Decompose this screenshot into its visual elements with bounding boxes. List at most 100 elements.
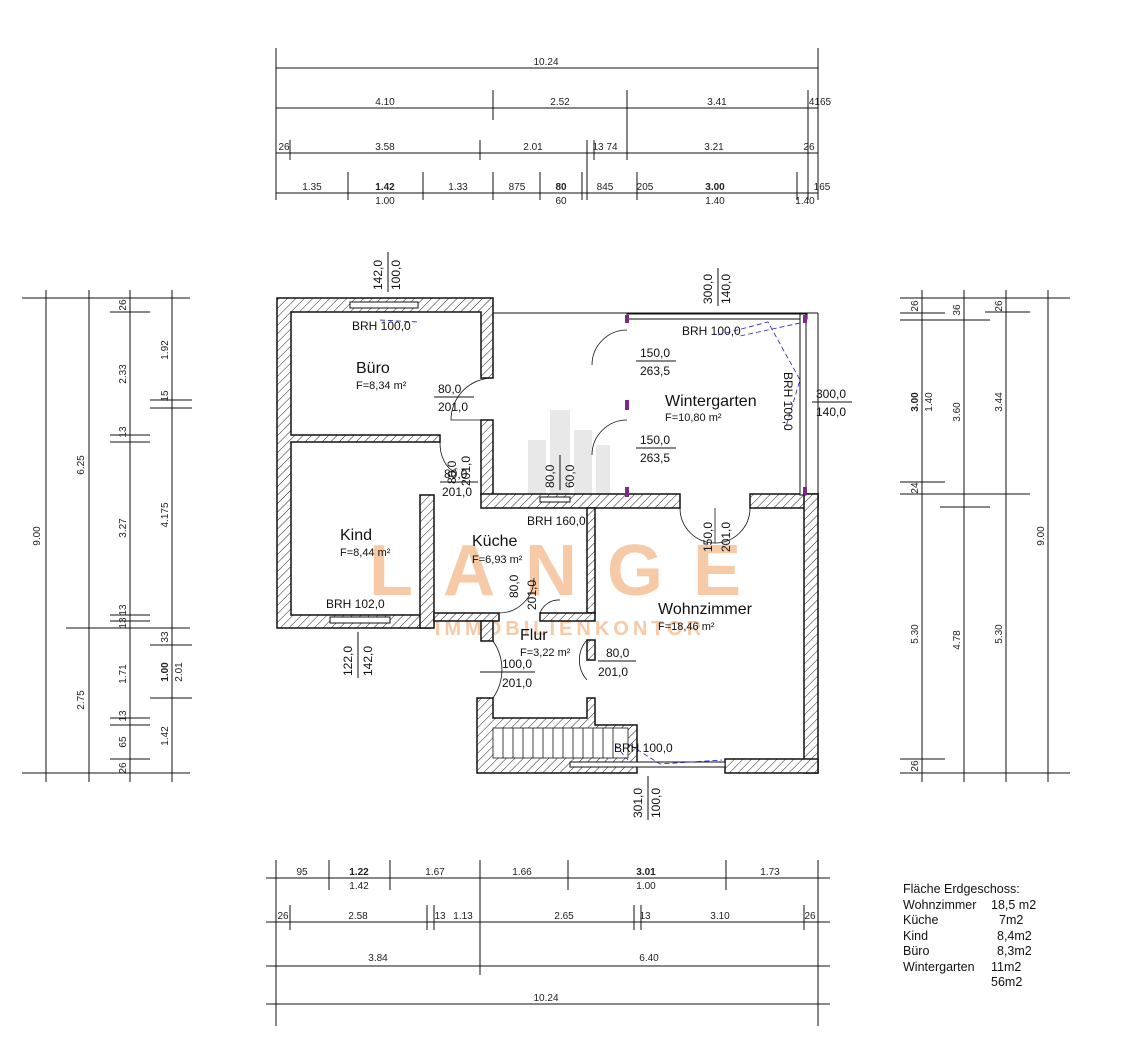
dim-bottom-r1b-2: 1.00 bbox=[636, 881, 656, 892]
room-area-kind: F=8,44 m² bbox=[340, 547, 391, 559]
flur-door2-height: 201,0 bbox=[598, 665, 628, 679]
dim-bottom-r2-8: 26 bbox=[804, 911, 816, 922]
summary-label bbox=[903, 975, 991, 991]
dim-bottom-total: 10.24 bbox=[533, 993, 558, 1004]
dim-bottom-r1-2: 1.22 bbox=[349, 867, 369, 878]
dim-right-c-1: 26 bbox=[994, 300, 1005, 312]
dim-top-r2-7: 26 bbox=[803, 142, 815, 153]
kind-window-height: 142,0 bbox=[361, 646, 375, 676]
dim-bottom-r2-7: 3.10 bbox=[710, 911, 730, 922]
dim-top-r3b-3: 1.40 bbox=[705, 196, 725, 207]
dim-top-r1-3: 3.41 bbox=[707, 97, 727, 108]
kueche-door-width: 80,0 bbox=[507, 574, 521, 598]
dim-bottom-r2-2: 2.58 bbox=[348, 911, 368, 922]
dim-bottom-r1-1: 95 bbox=[296, 867, 308, 878]
dim-left-mid-2: 2.33 bbox=[118, 364, 129, 384]
dim-top-r3b-4: 1.40 bbox=[795, 196, 815, 207]
dim-top-r3-9: 165 bbox=[814, 182, 831, 193]
dim-top-total: 10.24 bbox=[533, 57, 558, 68]
summary-row: Wohnzimmer 18,5 m2 bbox=[903, 898, 1103, 914]
dim-right-a-3: 1.40 bbox=[924, 392, 935, 412]
summary-value: 8,3m2 bbox=[997, 944, 1032, 958]
dim-right-a-2: 3.00 bbox=[910, 392, 921, 412]
room-area-wintergarten: F=10,80 m² bbox=[665, 412, 722, 424]
dim-right-a-4: 24 bbox=[910, 482, 921, 494]
dim-left-mid-6: 13 bbox=[118, 617, 129, 629]
winter-window-width: 300,0 bbox=[701, 274, 715, 304]
room-area-kueche: F=6,93 m² bbox=[472, 554, 523, 566]
dim-top-r3-1: 1.35 bbox=[302, 182, 322, 193]
winter-door1-width: 150,0 bbox=[640, 346, 670, 360]
flur-door1-height: 201,0 bbox=[502, 676, 532, 690]
dim-bottom-r1-6: 1.73 bbox=[760, 867, 780, 878]
kind-door-v-width: 80,0 bbox=[445, 460, 459, 484]
kind-door-height: 201,0 bbox=[442, 485, 472, 499]
buero-window-width: 142,0 bbox=[371, 260, 385, 290]
watermark-sub: IMMOBILIENKONTOR bbox=[435, 618, 705, 640]
dim-bottom-r2-6: 13 bbox=[639, 911, 651, 922]
dim-right-a-5: 5.30 bbox=[910, 624, 921, 644]
dim-right-a-6: 26 bbox=[910, 760, 921, 772]
winter-side-height: 140,0 bbox=[816, 405, 846, 419]
dim-right-c-3: 5.30 bbox=[994, 624, 1005, 644]
dim-top-r3-7: 205 bbox=[637, 182, 654, 193]
dim-bottom-r2-3: 13 bbox=[434, 911, 446, 922]
summary-value: 7m2 bbox=[999, 913, 1024, 927]
winter-door1-height: 263,5 bbox=[640, 364, 670, 378]
winter-door2-height: 263,5 bbox=[640, 451, 670, 465]
dim-bottom-r3-1: 3.84 bbox=[368, 953, 388, 964]
dim-left-inner-7: 1.42 bbox=[160, 726, 171, 746]
dim-bottom-r1-4: 1.66 bbox=[512, 867, 532, 878]
dim-top-r2-1: 26 bbox=[278, 142, 290, 153]
kind-door-width: 80,0 bbox=[444, 467, 468, 481]
dim-top-r2-2: 3.58 bbox=[375, 142, 395, 153]
buero-door-width: 80,0 bbox=[438, 382, 462, 396]
dim-top-r2-5: 74 bbox=[606, 142, 618, 153]
stairs bbox=[492, 727, 629, 759]
dim-right-b-3: 4.78 bbox=[952, 630, 963, 650]
room-name-flur: Flur bbox=[520, 627, 548, 644]
dim-top-r2-6: 3.21 bbox=[704, 142, 724, 153]
top-dimension-chain: 10.24 4.10 2.52 3.41 4165 26 3.58 2.01 1… bbox=[275, 48, 832, 207]
kueche-brh: BRH 160,0 bbox=[527, 514, 586, 528]
kind-door-v-height: 201,0 bbox=[459, 456, 473, 486]
room-name-wohnzimmer: Wohnzimmer bbox=[658, 601, 753, 618]
dim-top-r3-2: 1.42 bbox=[375, 182, 395, 193]
dim-right-total: 9.00 bbox=[1036, 526, 1047, 546]
summary-label: Wintergarten bbox=[903, 959, 975, 974]
kind-brh: BRH 102,0 bbox=[326, 597, 385, 611]
dim-top-r3-6: 845 bbox=[597, 182, 614, 193]
buero-brh: BRH 100,0 bbox=[352, 319, 411, 333]
room-name-kueche: Küche bbox=[472, 533, 517, 550]
dim-bottom-r2-4: 1.13 bbox=[453, 911, 473, 922]
dim-left-mid-8: 13 bbox=[118, 710, 129, 722]
dim-top-r1-2: 2.52 bbox=[550, 97, 570, 108]
summary-label: Küche bbox=[903, 913, 939, 927]
winter-door2-width: 150,0 bbox=[640, 433, 670, 447]
room-name-wintergarten: Wintergarten bbox=[665, 393, 757, 410]
dim-left-mid-3: 13 bbox=[118, 426, 129, 438]
wohn-door-height: 201,0 bbox=[719, 522, 733, 552]
kueche-door-height: 201,0 bbox=[525, 580, 539, 610]
dim-left-outer-1: 6.25 bbox=[76, 455, 87, 475]
dim-left-inner-5: 1.00 bbox=[160, 662, 171, 682]
dim-top-r3-4: 875 bbox=[509, 182, 526, 193]
dim-bottom-r3-2: 6.40 bbox=[639, 953, 659, 964]
dim-left-mid-9: 65 bbox=[118, 736, 129, 748]
dim-left-outer-2: 2.75 bbox=[76, 690, 87, 710]
summary-value: 11m2 bbox=[991, 959, 1022, 974]
watermark-building-icon bbox=[528, 410, 610, 500]
summary-value: 18,5 m2 bbox=[991, 897, 1037, 912]
summary-row: Küche 7m2 bbox=[903, 913, 1103, 929]
dim-left-total: 9.00 bbox=[32, 526, 43, 546]
dim-left-inner-2: 15 bbox=[160, 390, 171, 402]
summary-label: Wohnzimmer bbox=[903, 897, 977, 912]
right-dimension-chain: 9.00 26 3.00 1.40 24 5.30 26 36 3.60 4.7… bbox=[900, 290, 1070, 782]
summary-label: Kind bbox=[903, 928, 929, 943]
dim-top-r1-1: 4.10 bbox=[375, 97, 395, 108]
winter-brh: BRH 100,0 bbox=[682, 324, 741, 338]
summary-label: Büro bbox=[903, 944, 930, 958]
room-area-wohnzimmer: F=18,46 m² bbox=[658, 621, 715, 633]
